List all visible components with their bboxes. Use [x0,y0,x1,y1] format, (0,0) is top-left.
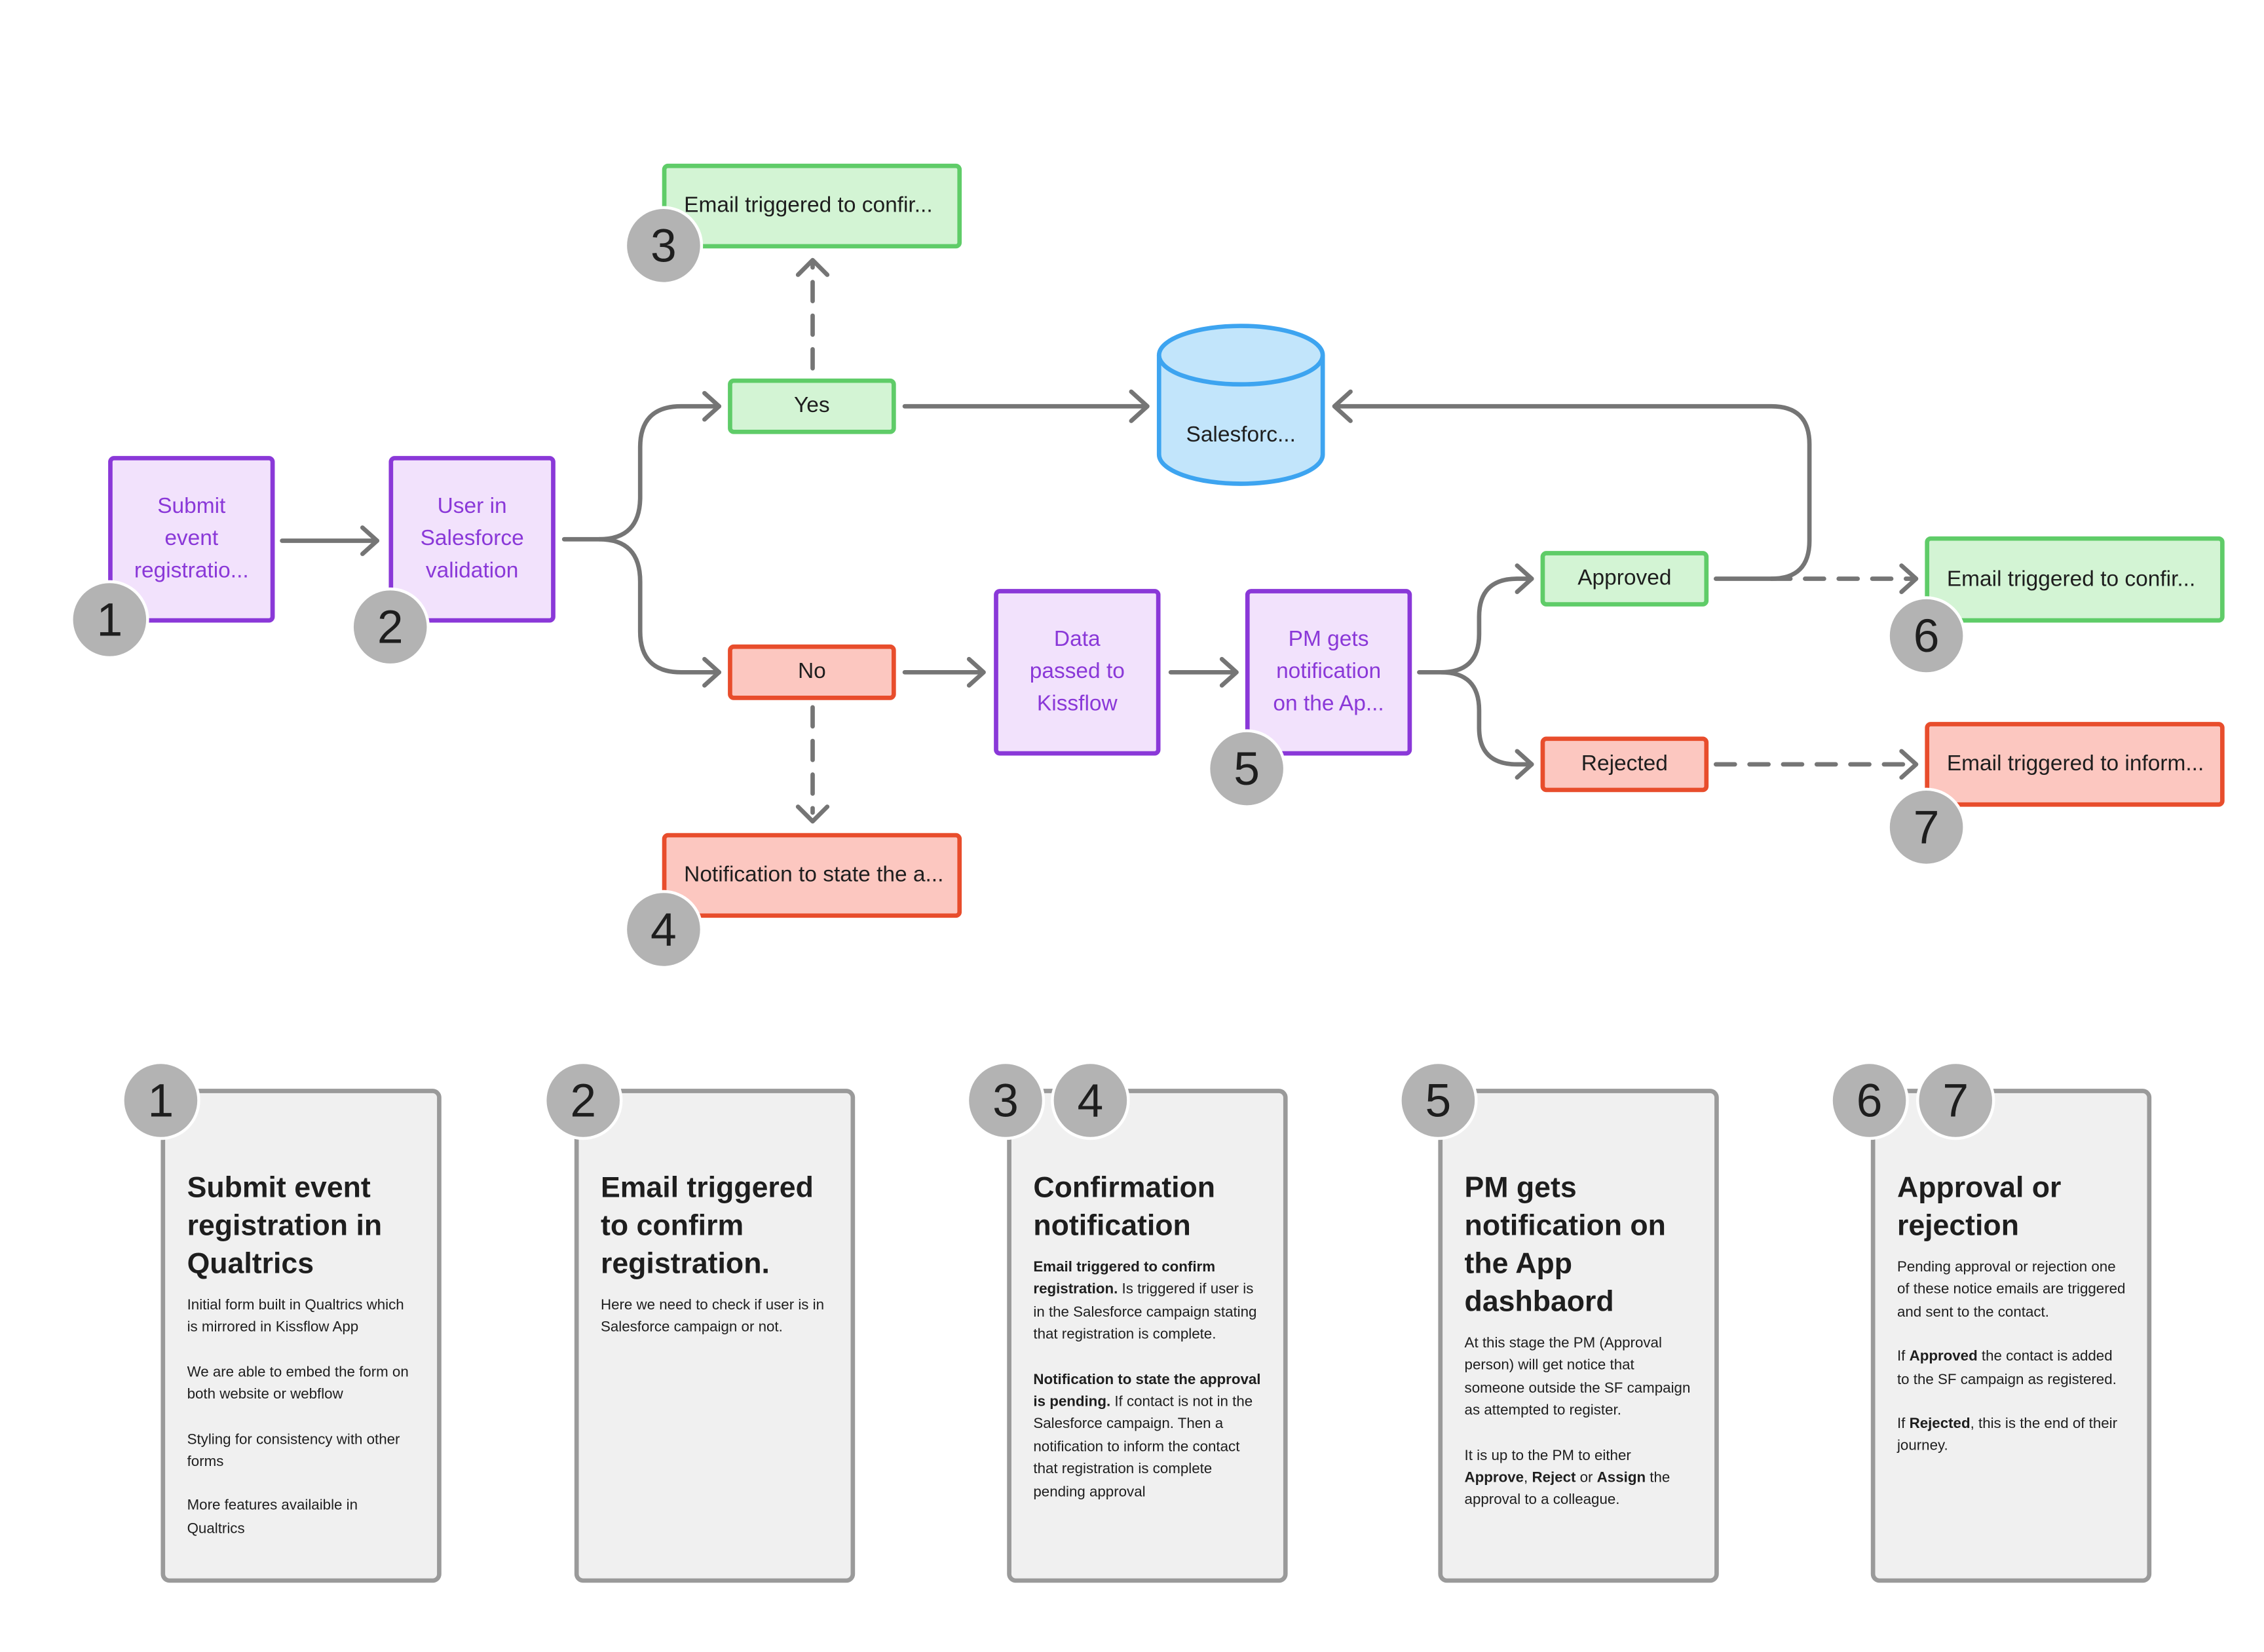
node-data-passed: Data passed to Kissflow [994,589,1161,756]
card-title: Email triggered to confirm registration. [600,1172,814,1281]
connector-pm-to-rejected [1439,669,1534,767]
card-badge: 4 [1053,1064,1127,1137]
card-badge: 3 [969,1064,1042,1137]
card-text: If Rejected, this is the end of their jo… [1896,1416,2118,1455]
node-salesforce: Salesforc... [1186,421,1296,447]
card-text: Pending approval or rejection one of the… [1896,1260,2126,1321]
connector-pm-to-approved [1417,576,1534,675]
card-badge: 5 [1401,1064,1475,1137]
card-text: Here we need to check if user is in Sale… [600,1298,825,1337]
connector-check-to-no [597,536,722,675]
database-icon [1156,324,1325,486]
step-badge: 1 [73,583,147,656]
node-rejected: Rejected [1540,736,1709,793]
card-text: Styling for consistency with other forms [187,1431,400,1471]
arrowhead [1899,749,1919,780]
card-title: Submit event registration in Qualtrics [187,1172,383,1281]
step-badge: 2 [353,590,427,664]
card-title: Approval or rejection [1896,1172,2062,1243]
node-user-in-salesforce: User in Salesforce validation [388,456,556,623]
arrowhead [795,804,830,824]
node-email-inform-right: Email triggered to inform... [1925,722,2225,807]
step-badge: 4 [627,893,700,966]
card-text: Initial form built in Qualtrics which is… [187,1298,404,1337]
connector-check-to-yes [561,404,722,542]
step-card-1: Submit event registration in Qualtrics I… [160,1089,442,1583]
node-email-confirm-top: Email triggered to confir... [662,163,962,249]
card-text: Email triggered to confirm registration.… [1033,1260,1257,1343]
card-badge: 7 [1919,1064,1992,1137]
arrowhead [1899,563,1919,594]
arrowhead [966,656,986,688]
connector-approved-to-salesforce [1333,404,1812,581]
card-text: It is up to the PM to either Approve, Re… [1464,1448,1670,1509]
node-no: No [728,644,896,700]
node-submit-registration: Submit event registratio... [108,456,275,623]
node-yes: Yes [728,378,896,434]
step-badge: 3 [627,209,700,282]
card-badge: 2 [546,1064,620,1137]
card-text: If Approved the contact is added to the … [1896,1349,2117,1388]
step-badge: 7 [1889,791,1963,864]
node-approved: Approved [1540,551,1709,607]
step-card-2: Email triggered to confirm registration.… [574,1089,856,1583]
card-title: Confirmation notification [1033,1172,1216,1243]
card-text: At this stage the PM (Approval person) w… [1464,1336,1691,1419]
step-badge: 6 [1889,599,1963,673]
arrowhead [1219,656,1239,688]
node-notification-state: Notification to state the a... [662,833,962,918]
arrowhead [702,656,722,688]
arrowhead [1515,563,1534,594]
arrowhead [795,257,830,277]
node-pm-gets-notification: PM gets notification on the Ap... [1245,589,1412,756]
arrowhead [1129,389,1150,423]
step-card-6-7: Approval or rejection Pending approval o… [1870,1089,2152,1583]
card-badge: 6 [1832,1064,1906,1137]
step-card-3-4: Confirmation notification Email triggere… [1007,1089,1288,1583]
card-text: More features availaible in Qualtrics [187,1498,358,1537]
card-text: We are able to embed the form on both we… [187,1364,409,1404]
node-email-confirm-right: Email triggered to confir... [1925,536,2225,623]
arrowhead [360,525,379,556]
step-badge: 5 [1210,732,1283,806]
card-title: PM gets notification on the App dashbaor… [1464,1172,1666,1319]
arrowhead [1332,389,1353,423]
card-text: Notification to state the approval is pe… [1033,1372,1261,1501]
card-badge: 1 [124,1064,198,1137]
arrowhead [702,390,722,422]
step-card-5: PM gets notification on the App dashbaor… [1438,1089,1719,1583]
arrowhead [1515,749,1534,780]
